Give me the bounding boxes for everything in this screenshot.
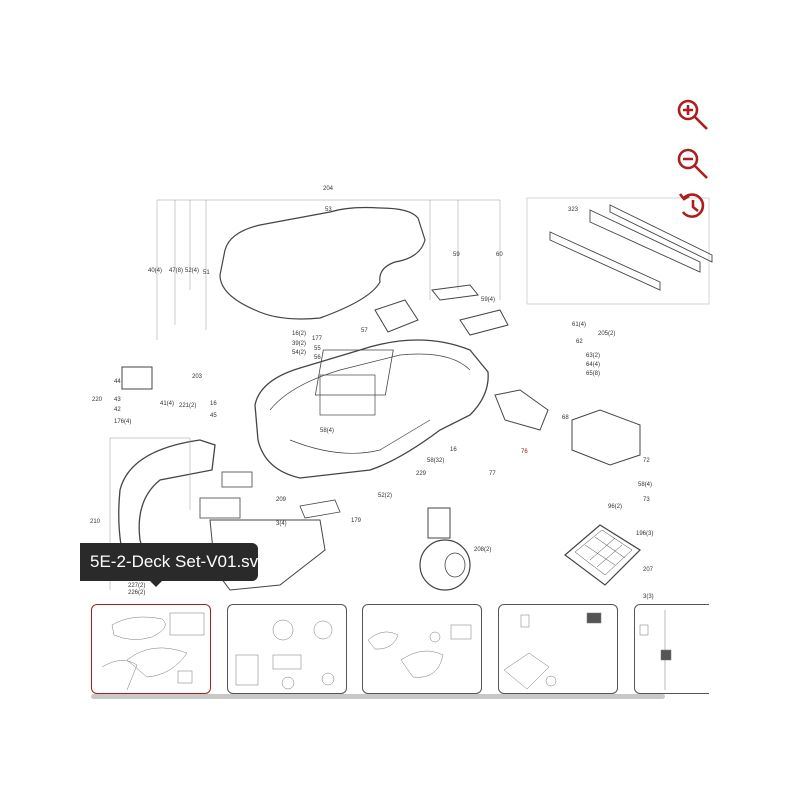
part-label: 55 [314,346,321,352]
part-label: 177 [312,336,323,342]
thumbnail-scrollbar[interactable] [91,694,665,699]
part-label: 40(4) [148,268,163,274]
part-label: 53 [325,207,332,213]
part-label: 62 [576,339,583,345]
thumbnail-preview [503,612,602,690]
part-label: 73 [643,497,650,503]
zoom-out-icon [677,148,708,179]
part-label: 96(2) [608,504,623,510]
part-label: 179 [351,518,362,524]
thumbnail-5[interactable] [634,604,709,694]
part-label: 16(2) [292,331,307,337]
reset-view-button[interactable] [674,188,712,224]
part-label: 3(4) [276,521,287,527]
filename-tooltip: 5E-2-Deck Set-V01.svg [80,543,258,581]
part-label: 65(8) [586,371,601,377]
part-label: 209 [276,497,287,503]
part-label: 51 [203,270,210,276]
part-label: 76 [521,449,528,455]
part-label: 60 [496,252,503,258]
part-label: 64(4) [586,362,601,368]
part-label: 43 [114,397,121,403]
part-label: 77 [489,471,496,477]
part-label: 59(4) [481,297,496,303]
part-label: 52(2) [378,493,393,499]
part-label: 203 [192,374,203,380]
part-label: 176(4) [114,419,132,425]
thumbnail-3[interactable] [362,604,482,694]
part-label: 39(2) [292,341,307,347]
part-label: 61(4) [572,322,587,328]
part-label: 221(2) [179,403,197,409]
thumbnail-preview [367,624,472,678]
thumbnail-2[interactable] [227,604,347,694]
thumbnail-deck-set[interactable] [91,604,211,694]
part-label: 41(4) [160,401,175,407]
thumbnail-strip[interactable] [91,604,709,694]
part-label: 208(2) [474,547,492,553]
tooltip-arrow [150,581,162,587]
part-label: 56 [314,355,321,361]
part-label: 16 [210,401,217,407]
part-label: 68 [562,415,569,421]
part-label: 3(3) [643,594,654,600]
thumbnail-preview [235,619,335,690]
part-label: 59 [453,252,460,258]
part-label: 229 [416,471,427,477]
thumbnail-4[interactable] [498,604,618,694]
part-label: 204 [323,186,334,192]
part-label: 63(2) [586,353,601,359]
part-label: 205(2) [598,331,616,337]
part-label: 58(4) [320,428,335,434]
part-label: 16 [450,447,457,453]
part-label: 42 [114,407,121,413]
part-label: 207 [643,567,654,573]
thumbnail-preview [639,610,672,690]
part-label: 196(3) [636,531,654,537]
exploded-parts-diagram[interactable]: 204 53 40(4) 47(8) 52(4) 51 59 59(4) 60 … [0,0,800,600]
part-label: 58(32) [427,458,445,464]
part-label: 72 [643,458,650,464]
history-reset-icon [678,193,705,218]
thumbnail-preview [101,612,205,691]
diagram-drawing [109,197,713,591]
part-label: 226(2) [128,590,146,596]
part-label: 52(4) [185,268,200,274]
part-label: 58(4) [638,482,653,488]
part-label: 323 [568,207,579,213]
part-label: 44 [114,379,121,385]
part-label: 47(8) [169,268,184,274]
zoom-in-icon [677,99,708,130]
part-label: 57 [361,328,368,334]
part-label: 220 [92,397,103,403]
part-label: 54(2) [292,350,307,356]
zoom-in-button[interactable] [674,97,712,133]
part-label: 227(2) [128,583,146,589]
part-label: 45 [210,413,217,419]
part-label: 210 [90,519,101,525]
zoom-out-button[interactable] [674,146,712,182]
